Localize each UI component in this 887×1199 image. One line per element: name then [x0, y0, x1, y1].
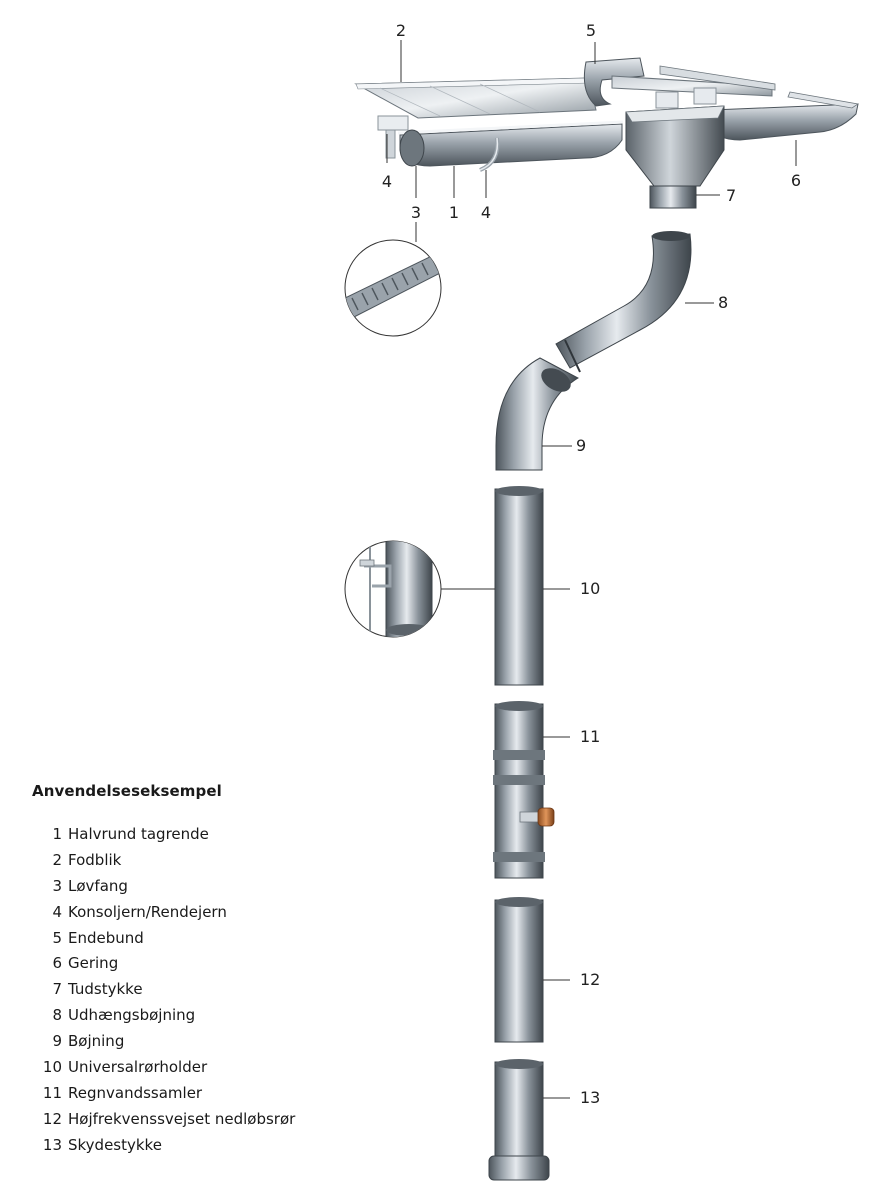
legend-item-label: Konsoljern/Rendejern — [68, 902, 227, 921]
legend-item-label: Løvfang — [68, 876, 128, 895]
rainwater-collector — [493, 701, 555, 879]
callout-11: 11 — [580, 727, 600, 746]
legend-item-number: 6 — [52, 954, 62, 973]
drip-edge-sheet — [354, 77, 597, 119]
legend-item: 9 Bøjning — [32, 1029, 362, 1055]
legend-item-label: Universalrørholder — [68, 1058, 208, 1077]
legend-item-label: Bøjning — [68, 1032, 125, 1051]
legend-item-number: 7 — [52, 980, 62, 999]
legend-item: 3 Løvfang — [32, 874, 362, 900]
legend-item-number: 12 — [42, 1109, 62, 1128]
callout-6: 6 — [791, 171, 801, 190]
callout-8: 8 — [718, 293, 728, 312]
legend-item-number: 8 — [52, 1006, 62, 1025]
legend-item: 10 Universalrørholder — [32, 1055, 362, 1081]
legend-item: 1 Halvrund tagrende — [32, 822, 362, 848]
pipe-elbow — [495, 357, 580, 471]
legend-list: 1 Halvrund tagrende 2 Fodblik 3 Løvfang 4 Konso… — [32, 822, 362, 1159]
gutter-mitre-right — [711, 91, 860, 141]
legend-item-label: Endebund — [68, 928, 144, 947]
callout-10: 10 — [580, 579, 600, 598]
legend-item-number: 2 — [52, 850, 62, 869]
gutter-outlet — [625, 105, 725, 209]
legend-item-number: 9 — [52, 1032, 62, 1051]
legend-item-label: Gering — [68, 954, 119, 973]
legend-title: Anvendelseseksempel — [32, 782, 222, 800]
legend-item-number: 4 — [52, 902, 62, 921]
gutter-end-cap — [583, 57, 645, 107]
legend-item: 2 Fodblik — [32, 848, 362, 874]
legend-item-label: Tudstykke — [68, 980, 143, 999]
legend-item-label: Halvrund tagrende — [68, 825, 209, 843]
gutter-back-run — [611, 65, 776, 109]
legend-item: 12 Højfrekvenssvejset nedløbsrør — [32, 1107, 362, 1133]
callout-1: 1 — [449, 203, 459, 222]
leaf-guard-detail-circle — [344, 239, 442, 337]
legend-item-number: 13 — [42, 1135, 62, 1154]
pipe-holder-detail-circle — [344, 540, 442, 638]
callout-7: 7 — [726, 186, 736, 205]
offset-bend — [555, 231, 692, 373]
leader-lines — [386, 40, 797, 1099]
callout-4-left: 4 — [382, 172, 392, 191]
callout-2: 2 — [396, 21, 406, 40]
legend-item-number: 3 — [52, 876, 62, 895]
callout-12: 12 — [580, 970, 600, 989]
legend-item-label: Skydestykke — [68, 1135, 162, 1154]
legend-item: 8 Udhængsbøjning — [32, 1003, 362, 1029]
legend-item-label: Højfrekvenssvejset nedløbsrør — [68, 1109, 296, 1128]
legend-item: 13 Skydestykke — [32, 1133, 362, 1159]
pipe-slide-piece — [488, 1059, 550, 1181]
legend-item: 7 Tudstykke — [32, 977, 362, 1003]
legend-item-label: Fodblik — [68, 850, 122, 869]
legend-item: 4 Konsoljern/Rendejern — [32, 900, 362, 926]
gutter-bracket-hook — [479, 137, 500, 172]
legend-item-number: 11 — [42, 1083, 62, 1102]
callout-13: 13 — [580, 1088, 600, 1107]
downpipe-section-10 — [494, 486, 544, 686]
legend-item: 6 Gering — [32, 951, 362, 977]
legend-item: 5 Endebund — [32, 926, 362, 952]
legend-item-number: 10 — [42, 1058, 62, 1077]
half-round-gutter-left — [397, 120, 624, 167]
legend-item-label: Regnvandssamler — [68, 1083, 203, 1102]
downpipe-section-12 — [494, 897, 544, 1043]
legend-item-number: 5 — [52, 928, 62, 947]
callout-3: 3 — [411, 203, 421, 222]
legend-item-number: 1 — [52, 825, 62, 843]
gutter-bracket-left — [377, 115, 409, 159]
callout-4-hook: 4 — [481, 203, 491, 222]
callout-5: 5 — [586, 21, 596, 40]
legend-item: 11 Regnvandssamler — [32, 1081, 362, 1107]
callout-numbers: 2 5 4 3 1 4 6 7 8 9 10 11 12 13 — [382, 21, 801, 1107]
callout-9: 9 — [576, 436, 586, 455]
legend-item-label: Udhængsbøjning — [68, 1006, 196, 1025]
